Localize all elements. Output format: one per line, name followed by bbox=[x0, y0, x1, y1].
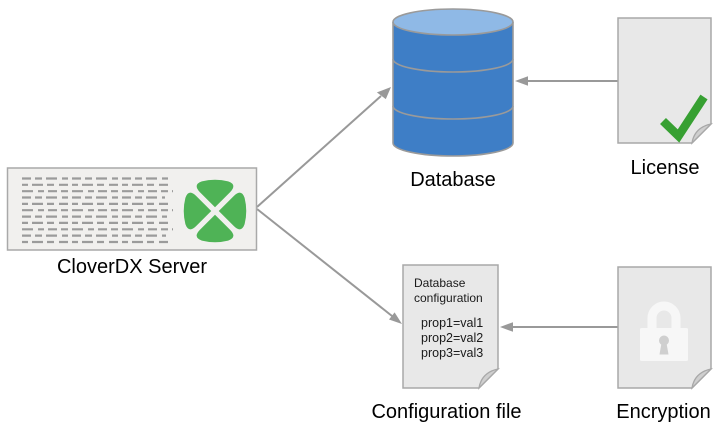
label-cloverdx-server: CloverDX Server bbox=[56, 256, 208, 278]
arrow-server-to-database bbox=[256, 95, 382, 208]
arrow-lines bbox=[256, 80, 618, 328]
label-license: License bbox=[630, 157, 700, 179]
config-doc-text: Database configuration prop1=val1 prop2=… bbox=[403, 276, 491, 361]
license-page-fold bbox=[691, 122, 714, 145]
arrowhead-config-left bbox=[389, 312, 402, 324]
database-cylinder-icon bbox=[392, 8, 514, 157]
config-doc-props: prop1=val1 prop2=val2 prop3=val3 bbox=[414, 316, 491, 361]
lock-keyhole-stem bbox=[659, 343, 669, 355]
config-prop-2: prop2=val2 bbox=[421, 331, 484, 345]
cylinder-top bbox=[392, 8, 514, 36]
label-configuration-file: Configuration file bbox=[371, 401, 522, 423]
arrowhead-config-right bbox=[500, 322, 513, 332]
encryption-document bbox=[617, 266, 714, 390]
config-document bbox=[402, 264, 501, 390]
config-doc-title: Database configuration bbox=[414, 276, 483, 305]
cylinder-body bbox=[393, 22, 513, 156]
server-node bbox=[6, 167, 258, 251]
checkmark-icon bbox=[660, 94, 708, 143]
config-prop-3: prop3=val3 bbox=[421, 346, 484, 360]
server-text-lines bbox=[22, 177, 173, 244]
arrowhead-database-right bbox=[515, 76, 528, 86]
arrowhead-database-left bbox=[376, 87, 391, 100]
encryption-page bbox=[617, 266, 712, 389]
cylinder-divider-2 bbox=[392, 105, 514, 120]
label-encryption: Encryption bbox=[616, 401, 711, 423]
clover-icon bbox=[183, 179, 247, 243]
lock-icon bbox=[640, 301, 688, 361]
license-document bbox=[617, 17, 714, 145]
config-page-fold bbox=[478, 367, 501, 390]
lock-shackle bbox=[647, 301, 681, 329]
arrow-server-to-config bbox=[256, 208, 393, 317]
label-database: Database bbox=[410, 169, 496, 191]
encryption-page-fold bbox=[691, 367, 714, 390]
config-prop-1: prop1=val1 bbox=[421, 316, 484, 330]
arrow-heads bbox=[376, 76, 528, 332]
cylinder-outline bbox=[392, 22, 514, 157]
cylinder-divider-1 bbox=[392, 58, 514, 73]
